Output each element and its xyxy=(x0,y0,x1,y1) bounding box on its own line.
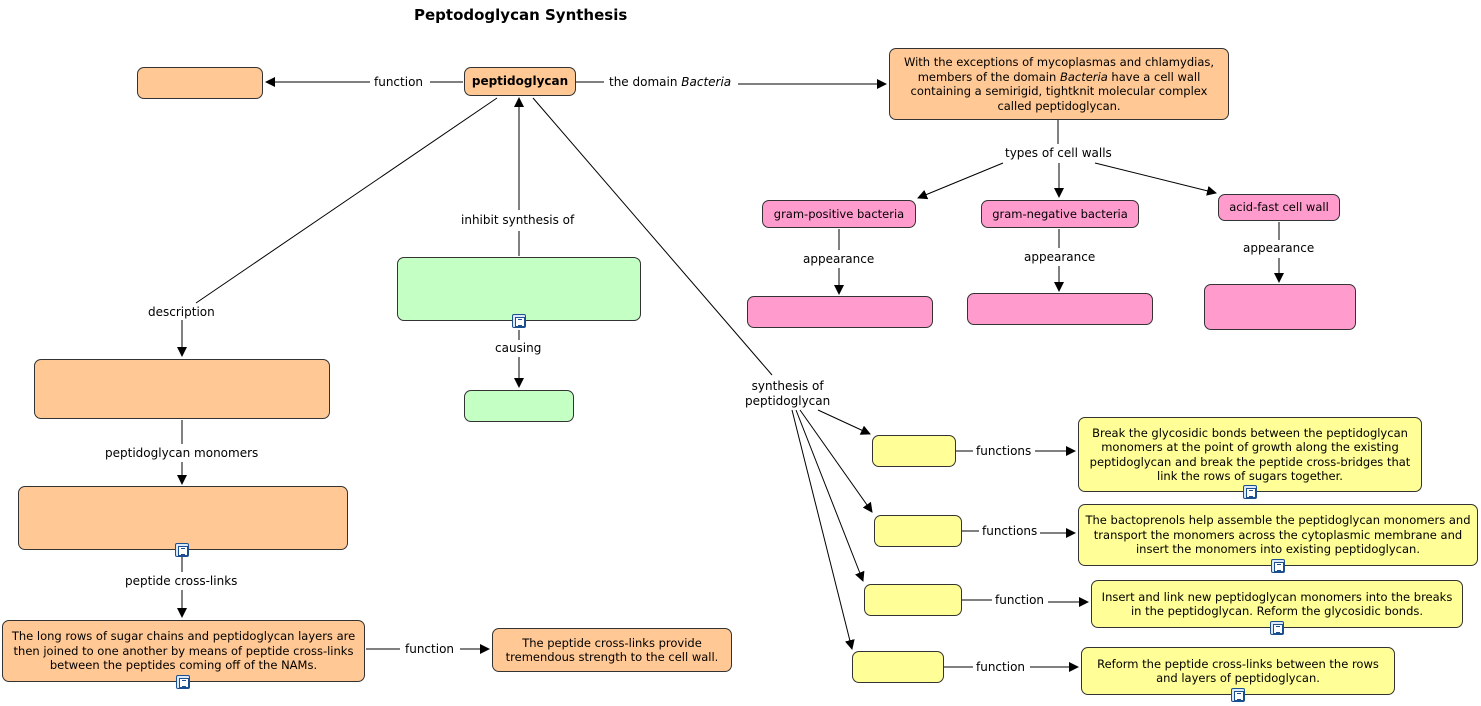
empty-inhibitor-node[interactable] xyxy=(397,257,641,321)
note-icon[interactable] xyxy=(1231,688,1245,702)
break-bonds-text: Break the glycosidic bonds between the p… xyxy=(1089,425,1411,484)
link-label-the-domain-bacteria: the domain Bacteria xyxy=(606,75,735,90)
long-rows-text: The long rows of sugar chains and peptid… xyxy=(11,629,356,673)
page-title: Peptodoglycan Synthesis xyxy=(414,6,628,24)
cross-links-strength-text: The peptide cross-links provide tremendo… xyxy=(505,635,719,665)
empty-function-node[interactable] xyxy=(137,67,263,99)
gram-negative-label: gram-negative bacteria xyxy=(992,206,1128,221)
link-label-function: function xyxy=(992,593,1048,608)
link-label-peptide-cross-links: peptide cross-links xyxy=(122,574,241,589)
empty-gram-positive-appearance-node[interactable] xyxy=(747,296,933,328)
link-label-appearance: appearance xyxy=(1240,241,1318,256)
empty-gram-negative-appearance-node[interactable] xyxy=(967,293,1153,325)
empty-result-node[interactable] xyxy=(464,390,574,422)
link-label-synthesis-of-peptidoglycan: synthesis of peptidoglycan xyxy=(742,379,834,409)
note-icon[interactable] xyxy=(512,314,526,328)
empty-acid-fast-appearance-node[interactable] xyxy=(1204,284,1356,330)
empty-transpeptidases-node[interactable] xyxy=(852,651,944,683)
link-label-appearance: appearance xyxy=(1021,250,1099,265)
empty-autolysins-node[interactable] xyxy=(872,435,956,467)
bactoprenols-text: The bactoprenols help assemble the pepti… xyxy=(1085,513,1471,557)
note-icon[interactable] xyxy=(175,543,189,557)
link-label-functions: functions xyxy=(979,524,1041,539)
empty-transglycosidases-node[interactable] xyxy=(864,584,962,616)
link-label-functions: functions xyxy=(973,444,1035,459)
long-rows-node[interactable]: The long rows of sugar chains and peptid… xyxy=(2,620,365,682)
note-icon[interactable] xyxy=(1271,559,1285,573)
link-label-causing: causing xyxy=(492,341,545,356)
gram-negative-node[interactable]: gram-negative bacteria xyxy=(981,200,1139,228)
cross-links-strength-node[interactable]: The peptide cross-links provide tremendo… xyxy=(492,628,732,672)
note-icon[interactable] xyxy=(176,675,190,689)
peptidoglycan-label: peptidoglycan xyxy=(471,74,569,89)
gram-positive-label: gram-positive bacteria xyxy=(773,206,905,221)
link-label-peptidoglycan-monomers: peptidoglycan monomers xyxy=(102,446,262,461)
gram-positive-node[interactable]: gram-positive bacteria xyxy=(762,200,916,228)
link-label-function: function xyxy=(402,642,458,657)
empty-description-node[interactable] xyxy=(34,359,330,419)
insert-link-text: Insert and link new peptidoglycan monome… xyxy=(1101,589,1453,619)
acid-fast-node[interactable]: acid-fast cell wall xyxy=(1218,194,1340,221)
cell-wall-description-text: With the exceptions of mycoplasmas and c… xyxy=(903,55,1215,113)
empty-bactoprenols-node[interactable] xyxy=(874,515,962,547)
link-label-inhibit-synthesis-of: inhibit synthesis of xyxy=(458,213,578,228)
link-label-function: function xyxy=(973,660,1029,675)
link-label-description: description xyxy=(145,305,218,320)
bactoprenols-node[interactable]: The bactoprenols help assemble the pepti… xyxy=(1078,504,1478,566)
link-label-appearance: appearance xyxy=(800,252,878,267)
note-icon[interactable] xyxy=(1270,621,1284,635)
link-label-types-of-cell-walls: types of cell walls xyxy=(1002,146,1115,161)
note-icon[interactable] xyxy=(1243,485,1257,499)
link-label-function: function xyxy=(371,75,427,90)
acid-fast-label: acid-fast cell wall xyxy=(1229,200,1329,215)
reform-text: Reform the peptide cross-links between t… xyxy=(1097,656,1379,686)
cell-wall-description-node[interactable]: With the exceptions of mycoplasmas and c… xyxy=(889,48,1229,120)
insert-link-node[interactable]: Insert and link new peptidoglycan monome… xyxy=(1091,580,1463,628)
peptidoglycan-node[interactable]: peptidoglycan xyxy=(464,67,576,96)
empty-monomers-node[interactable] xyxy=(18,486,348,550)
break-bonds-node[interactable]: Break the glycosidic bonds between the p… xyxy=(1078,417,1422,492)
